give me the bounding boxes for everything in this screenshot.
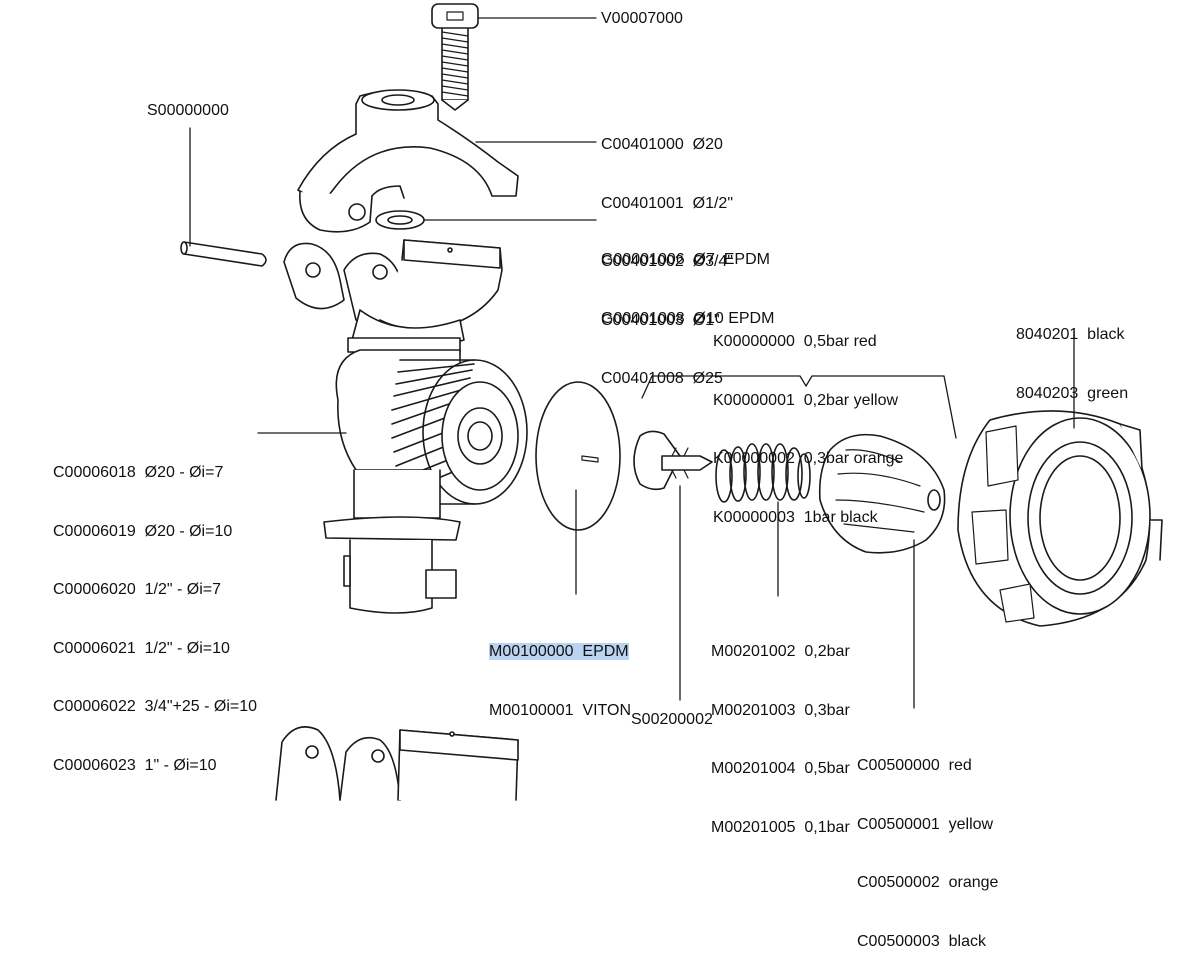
kit-label-row: K00000002 0,3bar orange xyxy=(713,450,904,467)
kit-label-row: K00000003 1bar black xyxy=(713,508,878,526)
cap-label-row: C00500001 yellow xyxy=(857,815,994,833)
gasket-label-row: G00001008 Ø10 EPDM xyxy=(601,309,775,327)
membrane-label-row: M00100001 VITON xyxy=(489,701,632,719)
screw-part xyxy=(431,3,479,111)
piston-part xyxy=(633,430,713,491)
kit-label-row: K00000001 0,2bar yellow xyxy=(713,391,899,409)
pin-label: S00000000 xyxy=(147,102,229,119)
clamp-label-row: C00401000 Ø20 xyxy=(601,136,723,153)
screw-label: V00007000 xyxy=(601,10,683,27)
nut-label: 8040201 black 8040203 green xyxy=(1016,286,1128,423)
cap-label: C00500000 red C00500001 yellow C00500002… xyxy=(857,717,998,971)
clamp-label: C00401000 Ø20 C00401001 Ø1/2" C00401002 … xyxy=(601,96,733,408)
cap-label-row: C00500003 black xyxy=(857,932,986,950)
kit-label-row: K00000000 0,5bar red xyxy=(713,333,877,350)
clamp-label-row: C00401003 Ø1" xyxy=(601,311,720,329)
exploded-parts-drawing xyxy=(180,3,1163,801)
cap-part xyxy=(818,433,946,554)
clamp-label-row: C00401008 Ø25 xyxy=(601,370,723,387)
spring-label: M00201002 0,2bar M00201003 0,3bar M00201… xyxy=(711,603,850,857)
spring-label-row: M00201004 0,5bar xyxy=(711,760,850,777)
second-valve-body-part xyxy=(275,726,519,801)
membrane-part xyxy=(535,381,621,531)
cap-label-row: C00500000 red xyxy=(857,757,972,774)
spring-part xyxy=(715,443,811,503)
clamp-label-row: C00401001 Ø1/2" xyxy=(601,194,733,212)
body-label-row: C00006022 3/4"+25 - Øi=10 xyxy=(53,698,258,715)
pin-part xyxy=(180,241,267,267)
oring-part xyxy=(375,210,425,230)
leader-lines xyxy=(189,17,1075,709)
piston-label: S00200002 xyxy=(631,711,713,728)
cap-label-row: C00500002 orange xyxy=(857,874,999,891)
gasket-label: G00001006 Ø7 EPDM G00001008 Ø10 EPDM xyxy=(601,211,774,348)
nut-label-row: 8040201 black xyxy=(1016,326,1125,343)
gasket-label-row: G00001006 Ø7 EPDM xyxy=(601,251,770,268)
valve-body-part xyxy=(283,239,528,614)
spring-label-row: M00201003 0,3bar xyxy=(711,701,850,719)
body-label-row: C00006020 1/2" - Øi=7 xyxy=(53,581,222,598)
spring-label-row: M00201005 0,1bar xyxy=(711,818,850,836)
membrane-label: M00100000 EPDM M00100001 VITON xyxy=(489,603,631,740)
clamp-label-row: C00401002 Ø3/4" xyxy=(601,253,733,270)
body-label-row: C00006019 Ø20 - Øi=10 xyxy=(53,522,233,540)
body-label-row: C00006021 1/2" - Øi=10 xyxy=(53,639,230,657)
kit-label: K00000000 0,5bar red K00000001 0,2bar ye… xyxy=(713,293,903,547)
clamp-part xyxy=(297,89,519,233)
nut-label-row: 8040203 green xyxy=(1016,384,1129,402)
nut-part xyxy=(957,410,1163,627)
spring-label-row: M00201002 0,2bar xyxy=(711,643,850,660)
body-label: C00006018 Ø20 - Øi=7 C00006019 Ø20 - Øi=… xyxy=(53,424,257,795)
body-label-row: C00006023 1" - Øi=10 xyxy=(53,756,217,774)
body-label-row: C00006018 Ø20 - Øi=7 xyxy=(53,464,224,481)
membrane-label-row-selected[interactable]: M00100000 EPDM xyxy=(489,643,629,660)
